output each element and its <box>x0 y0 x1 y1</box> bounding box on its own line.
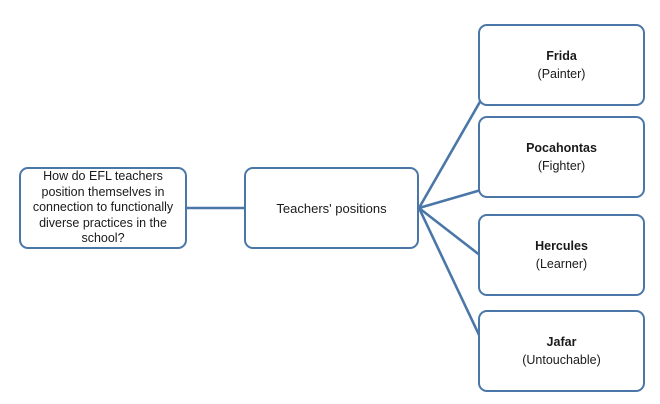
connector-center-to-frida <box>417 99 483 209</box>
teachers-positions-label: Teachers' positions <box>276 200 387 216</box>
pocahontas-name: Pocahontas <box>526 141 597 155</box>
research-question-text: How do EFL teachers position themselves … <box>32 169 174 246</box>
frida-name: Frida <box>546 49 577 63</box>
node-jafar[interactable]: Jafar (Untouchable) <box>478 310 645 392</box>
node-frida[interactable]: Frida (Painter) <box>478 24 645 106</box>
node-teachers-positions[interactable]: Teachers' positions <box>244 167 419 249</box>
connector-center-to-hercules <box>418 206 482 258</box>
jafar-name: Jafar <box>546 335 577 349</box>
jafar-role: (Untouchable) <box>522 353 601 367</box>
hercules-name: Hercules <box>535 239 588 253</box>
connector-center-to-pocahontas <box>418 188 482 210</box>
pocahontas-role: (Fighter) <box>537 159 586 173</box>
node-pocahontas[interactable]: Pocahontas (Fighter) <box>478 116 645 198</box>
node-hercules[interactable]: Hercules (Learner) <box>478 214 645 296</box>
node-research-question[interactable]: How do EFL teachers position themselves … <box>19 167 187 249</box>
hercules-role: (Learner) <box>535 257 588 271</box>
frida-role: (Painter) <box>537 67 586 81</box>
